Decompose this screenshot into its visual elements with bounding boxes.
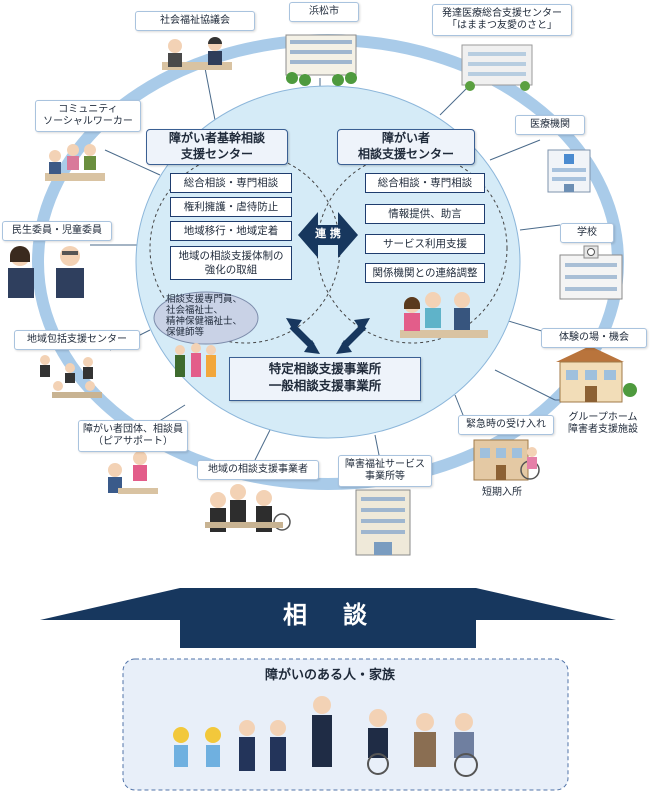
soudan-banner-text: 相 談 [283, 601, 373, 629]
node-csw-line1: コミュニティ [58, 104, 118, 115]
kikan-staff-list: 相談支援専門員、 社会福祉士、 精神保健福祉士、 保健師等 [166, 294, 256, 338]
group-home-building [556, 346, 637, 403]
renkei-label: 連 携 [315, 227, 341, 240]
soudan-center-title: 障がい者 相談支援センター [337, 129, 475, 165]
tokutei-box: 特定相談支援事業所 一般相談支援事業所 [229, 357, 421, 401]
node-csw: コミュニティ ソーシャルワーカー [35, 100, 141, 132]
family-label: 障がいのある人・家族 [264, 668, 395, 683]
node-gakko: 学校 [560, 223, 614, 243]
node-hattatsu-center: 発達医療総合支援センター 「はままつ友愛のさと」 [432, 4, 572, 36]
kikan-staff-2: 社会福祉士、 [166, 305, 224, 316]
kikan-title-line1: 障がい者基幹相談 [168, 131, 265, 145]
node-peer-support: 障がい者団体、相談員 （ピアサポート） [78, 420, 188, 452]
kikan-item-3: 地域移行・地域定着 [170, 221, 292, 241]
arrow-left-diagonal [286, 318, 320, 354]
node-taiken: 体験の場・機会 [541, 328, 647, 348]
renkei-arrow [298, 212, 358, 258]
node-kinkyu: 緊急時の受け入れ [458, 415, 554, 435]
kikan-staff-3: 精神保健福祉士、 [166, 316, 243, 327]
soudan-item-1: 総合相談・専門相談 [365, 173, 485, 193]
people-illustrations [8, 37, 488, 777]
soudan-item-4: 関係機関との連絡調整 [365, 263, 485, 283]
node-hattatsu-line1: 発達医療総合支援センター [442, 8, 562, 19]
soudan-title-line2: 相談支援センター [357, 147, 454, 161]
node-group-home-line1: グループホーム [568, 412, 638, 423]
tokutei-line2: 一般相談支援事業所 [268, 378, 382, 393]
node-group-home-line2: 障害者支援施設 [568, 424, 638, 435]
node-shakai-fukushi: 社会福祉協議会 [135, 11, 255, 31]
short-stay-building [473, 439, 540, 481]
kikan-item-4-line1: 地域の相談支援体制の [178, 250, 284, 262]
arrow-right-diagonal [336, 318, 370, 354]
kikan-item-1: 総合相談・専門相談 [170, 173, 292, 193]
kikan-item-2: 権利擁護・虐待防止 [170, 197, 292, 217]
school-building [559, 245, 623, 300]
node-shogai-service-line2: 事業所等 [365, 471, 405, 482]
soudan-item-2: 情報提供、助言 [365, 204, 485, 224]
kikan-staff-4: 保健師等 [166, 327, 205, 338]
node-tanki-nyusho: 短期入所 [482, 487, 522, 498]
node-chiiki-jigyosha: 地域の相談支援事業者 [197, 460, 319, 480]
hattatsu-center-building [461, 44, 533, 91]
kikan-staff-1: 相談支援専門員、 [166, 294, 243, 305]
city-hall-building [285, 34, 357, 86]
node-hamamatsu-city: 浜松市 [289, 2, 359, 22]
node-csw-line2: ソーシャルワーカー [43, 116, 133, 127]
node-iryo-kikan: 医療機関 [515, 115, 585, 135]
node-shogai-service-line1: 障害福祉サービス [345, 459, 425, 470]
hospital-building [547, 149, 591, 193]
kikan-item-4: 地域の相談支援体制の 強化の取組 [170, 246, 292, 280]
kikan-item-4-line2: 強化の取組 [204, 264, 258, 276]
soudan-item-3: サービス利用支援 [365, 234, 485, 254]
node-peer-support-line2: （ピアサポート） [93, 436, 173, 447]
node-group-home: グループホーム 障害者支援施設 [558, 412, 648, 436]
kikan-title-line2: 支援センター [180, 147, 253, 161]
node-peer-support-line1: 障がい者団体、相談員 [83, 424, 183, 435]
tokutei-line1: 特定相談支援事業所 [268, 361, 382, 376]
staff-ellipse [153, 291, 259, 345]
welfare-service-building [355, 489, 411, 556]
node-minsei-iin: 民生委員・児童委員 [2, 221, 112, 241]
node-houkatsu: 地域包括支援センター [14, 330, 140, 350]
node-shogai-service: 障害福祉サービス 事業所等 [338, 455, 432, 487]
soudan-title-line1: 障がい者 [381, 131, 430, 145]
kikan-center-title: 障がい者基幹相談 支援センター [146, 129, 288, 165]
node-hattatsu-line2: 「はままつ友愛のさと」 [447, 20, 557, 31]
